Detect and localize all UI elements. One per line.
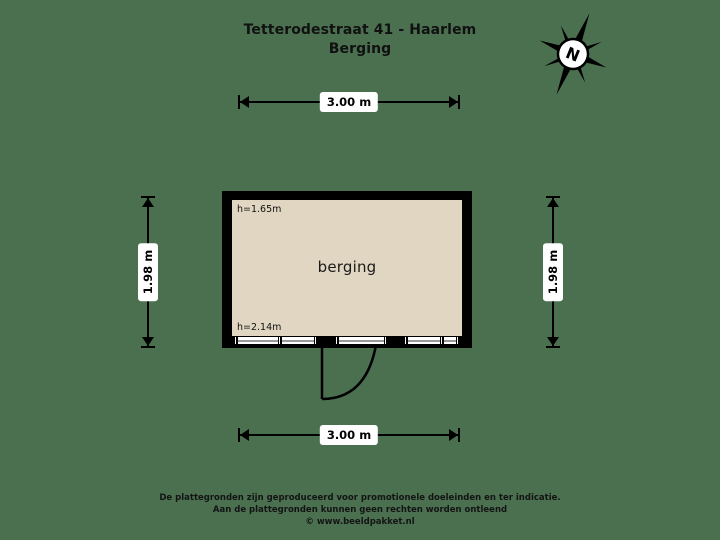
dimension-arrow-top — [142, 198, 154, 207]
window-jamb — [278, 336, 281, 345]
door-opening — [339, 336, 384, 345]
north-arrow-compass-icon: N — [531, 8, 615, 100]
dimension-right-depth: 1.98 m — [543, 196, 563, 348]
title-subtitle: Berging — [328, 41, 392, 57]
window-right-pane-b — [444, 336, 456, 345]
dimension-label-right: 1.98 m — [543, 242, 563, 302]
dimension-cap-left — [238, 428, 240, 442]
dimension-cap-right — [458, 95, 460, 109]
dimension-left-depth: 1.98 m — [138, 196, 158, 348]
footer-line-2: Aan de plattegronden kunnen geen rechten… — [212, 505, 508, 515]
dimension-arrow-left — [240, 429, 249, 441]
dimension-cap-right — [458, 428, 460, 442]
dimension-arrow-top — [547, 198, 559, 207]
dimension-arrow-right — [449, 96, 458, 108]
ceiling-height-bottom: h=2.14m — [237, 322, 282, 333]
compass-label: N — [563, 43, 583, 66]
door-jamb-left — [335, 336, 338, 345]
dimension-arrow-right — [449, 429, 458, 441]
dimension-cap-bottom — [546, 346, 560, 348]
dimension-arrow-bottom — [142, 337, 154, 346]
window-jamb — [456, 336, 459, 345]
dimension-label-top: 3.00 m — [319, 92, 379, 112]
room-floor: berging h=1.65m h=2.14m — [232, 200, 462, 336]
dimension-arrow-bottom — [547, 337, 559, 346]
dimension-top-width: 3.00 m — [238, 92, 460, 112]
window-left-pane-b — [282, 336, 314, 345]
dimension-cap-bottom — [141, 346, 155, 348]
door-swing-arc — [320, 344, 382, 402]
dimension-label-bottom: 3.00 m — [319, 425, 379, 445]
dimension-label-left: 1.98 m — [138, 242, 158, 302]
dimension-cap-top — [546, 196, 560, 198]
window-jamb — [440, 336, 443, 345]
footer-disclaimer: De plattegronden zijn geproduceerd voor … — [0, 492, 720, 528]
window-jamb — [234, 336, 237, 345]
room-label: berging — [317, 258, 377, 276]
compass-svg: N — [539, 13, 607, 95]
window-jamb — [314, 336, 317, 345]
window-left-pane-a — [238, 336, 278, 345]
dimension-arrow-left — [240, 96, 249, 108]
door-jamb-right — [384, 336, 387, 345]
dimension-cap-left — [238, 95, 240, 109]
floorplan-room-berging: berging h=1.65m h=2.14m — [222, 191, 472, 401]
window-right-pane-a — [408, 336, 440, 345]
dimension-bottom-width: 3.00 m — [238, 425, 460, 445]
door-swing-svg — [320, 344, 378, 401]
ceiling-height-top: h=1.65m — [237, 204, 282, 215]
title-address: Tetterodestraat 41 - Haarlem — [243, 22, 477, 38]
footer-line-1: De plattegronden zijn geproduceerd voor … — [159, 493, 561, 503]
window-jamb — [404, 336, 407, 345]
dimension-cap-top — [141, 196, 155, 198]
page-title: Tetterodestraat 41 - Haarlem Berging — [0, 21, 720, 59]
footer-line-3: © www.beeldpakket.nl — [305, 517, 415, 527]
